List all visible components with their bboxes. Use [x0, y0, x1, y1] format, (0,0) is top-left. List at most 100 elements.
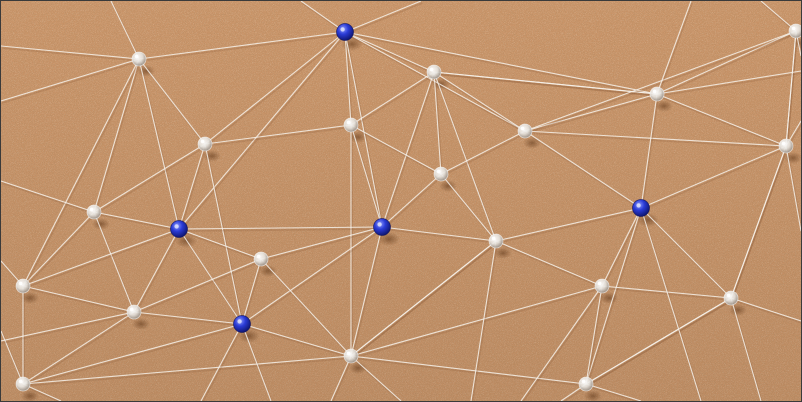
pin-shadow [21, 390, 39, 401]
pin-shadow [655, 100, 673, 112]
string-shadow [205, 145, 244, 327]
string-line [433, 71, 442, 175]
string-line [93, 211, 135, 313]
string-line [344, 31, 658, 95]
string-shadow [23, 325, 244, 387]
string-shadow [497, 209, 643, 244]
string-line-off-edge [1, 58, 140, 102]
string-shadow [525, 132, 643, 211]
string-shadow [434, 73, 527, 134]
string-line [93, 211, 180, 230]
clear-pin [426, 64, 442, 80]
string-shadow [242, 228, 384, 327]
string-line [22, 355, 352, 385]
string-line [350, 285, 603, 357]
string-line [585, 297, 732, 385]
string-line-off-edge [656, 1, 692, 95]
string-line [138, 31, 346, 60]
string-shadow [641, 147, 788, 211]
string-shadow [526, 132, 788, 149]
string-line [204, 143, 243, 325]
clear-pin [15, 376, 31, 392]
string-line [178, 228, 262, 260]
string-shadow [23, 385, 60, 401]
string-shadow [602, 209, 643, 289]
string-shadow [586, 299, 733, 387]
string-line [22, 285, 135, 313]
string-shadow [731, 299, 801, 324]
string-shadow [351, 126, 443, 177]
string-shadow [641, 209, 733, 301]
string-shadow [586, 299, 733, 387]
blue-pin [632, 199, 650, 217]
clear-pin [778, 138, 794, 154]
string-line [601, 285, 732, 299]
string-shadow [586, 385, 639, 401]
string-line [381, 71, 435, 228]
string-line [785, 30, 797, 147]
string-line [133, 228, 180, 313]
string-shadow [206, 126, 353, 147]
pin-shadow [137, 65, 155, 77]
string-line [495, 240, 603, 287]
string-line-off-edge [350, 355, 402, 401]
string-shadow [731, 147, 788, 301]
string-shadow [383, 228, 498, 244]
string-line [241, 323, 352, 357]
string-shadow [731, 299, 763, 401]
string-shadow [242, 260, 263, 327]
string-line [178, 143, 206, 230]
string-line [260, 258, 352, 357]
pin-shadow [21, 292, 39, 304]
string-shadow [95, 213, 181, 232]
string-line [178, 228, 243, 325]
string-shadow [24, 287, 136, 315]
string-line [350, 240, 497, 357]
string-line-off-edge [200, 323, 243, 401]
clear-pin [723, 290, 739, 306]
string-shadow [179, 145, 207, 232]
pins [15, 23, 801, 392]
pin-shadow [584, 390, 602, 401]
string-shadow [525, 95, 659, 134]
string-shadow [382, 175, 443, 230]
string-shadow [525, 32, 798, 134]
string-line [22, 211, 95, 287]
string-line [178, 31, 346, 230]
string-shadow [352, 357, 588, 387]
string-line [433, 71, 526, 132]
pin-shadow [729, 304, 747, 316]
string-shadow [332, 357, 353, 401]
clear-pin [343, 348, 359, 364]
string-shadow [242, 325, 353, 359]
string-line [381, 173, 442, 228]
string-shadow [179, 230, 263, 262]
clear-pin [433, 166, 449, 182]
string-shadow [140, 33, 347, 62]
string-line [178, 226, 383, 230]
clear-pin [86, 204, 102, 220]
string-line-off-edge [470, 240, 497, 401]
string-line [524, 130, 642, 209]
string-shadow [786, 147, 801, 231]
string-shadow [434, 73, 443, 177]
clear-pin [131, 51, 147, 67]
string-shadow [135, 313, 244, 327]
string-line [93, 143, 206, 213]
string-shadow [345, 33, 353, 128]
string-shadow [786, 32, 798, 149]
string-line [640, 145, 787, 209]
string-line [350, 124, 383, 228]
string-line-off-edge [785, 145, 801, 232]
string-line-off-edge [1, 45, 140, 60]
string-line [656, 30, 797, 95]
clear-pin [343, 117, 359, 133]
clear-pin [197, 136, 213, 152]
string-line-off-edge [1, 180, 95, 213]
string-shadow [2, 313, 136, 344]
clear-pin [788, 23, 801, 39]
string-line [730, 145, 787, 299]
string-shadow [179, 33, 347, 232]
string-shadow [657, 95, 788, 149]
